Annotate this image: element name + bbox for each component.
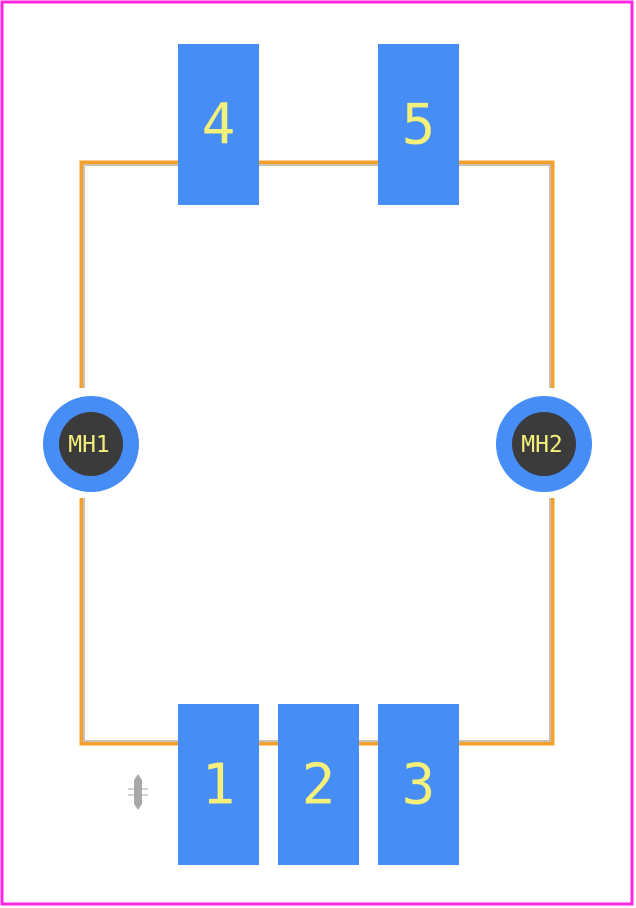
mounting-hole-2-drill	[512, 412, 576, 476]
pad-2[interactable]	[278, 704, 359, 865]
mounting-hole-1-label: MH1	[68, 432, 110, 458]
pad-4-label: 4	[202, 93, 236, 158]
pad-5[interactable]	[378, 44, 459, 205]
pad-group: 1 2 3 4 5	[178, 44, 459, 865]
pin-1-marker-icon	[134, 774, 142, 810]
pin-1-marker	[128, 774, 148, 810]
outline-inner-top	[83, 164, 551, 388]
pad-3[interactable]	[378, 704, 459, 865]
pad-1-label: 1	[202, 753, 236, 818]
component-outline	[79, 160, 555, 746]
component-outline-inner	[83, 164, 551, 742]
mounting-hole-2-label: MH2	[521, 432, 563, 458]
pad-2-label: 2	[302, 753, 336, 818]
pad-1[interactable]	[178, 704, 259, 865]
mounting-holes: MH1 MH2	[43, 396, 592, 492]
pad-5-label: 5	[402, 93, 436, 158]
outline-top	[79, 160, 555, 388]
pad-3-label: 3	[402, 753, 436, 818]
mounting-hole-1-drill	[59, 412, 123, 476]
pad-4[interactable]	[178, 44, 259, 205]
